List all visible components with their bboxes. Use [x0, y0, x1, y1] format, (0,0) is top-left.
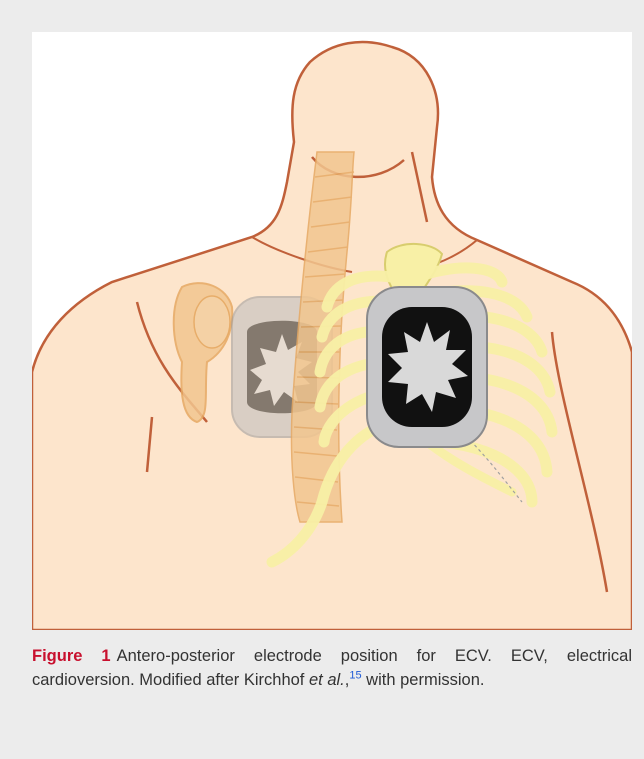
caption-text-2: with permission.	[362, 671, 485, 689]
caption-et-al: et al.	[309, 671, 345, 689]
antero-posterior-electrode-diagram	[32, 32, 632, 630]
chest-illustration	[32, 32, 632, 630]
figure-label: Figure 1	[32, 647, 111, 665]
scapula-head	[194, 296, 230, 348]
anterior-electrode	[367, 287, 487, 447]
reference-link[interactable]: 15	[349, 670, 361, 682]
